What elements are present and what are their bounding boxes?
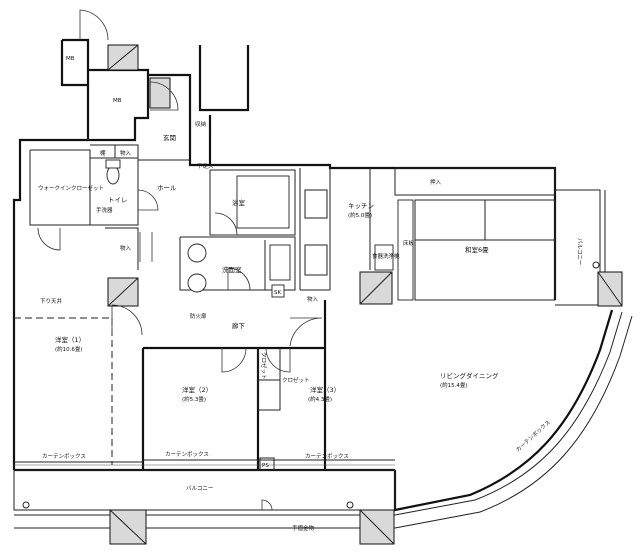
label-closet-top: 押入 [430, 178, 442, 186]
label-ps: PS [262, 463, 269, 469]
label-balcony-right: バルコニー [576, 238, 583, 265]
label-storage-toilet: 物入 [120, 149, 132, 157]
structural-columns [107, 44, 393, 307]
label-corridor: 廊下 [232, 321, 246, 330]
doors [37, 9, 323, 373]
label-curtain-box-3: カーテンボックス [305, 452, 349, 460]
label-kitchen: キッチン [348, 202, 374, 210]
label-mb-top: MB [66, 56, 75, 62]
balcony-right [555, 189, 623, 307]
label-walk-in-closet: ウォークインクローゼット [38, 184, 104, 192]
label-shelf: 棚 [100, 149, 106, 157]
label-western-1: 洋室（1） [55, 335, 85, 344]
label-washroom: 洗面室 [222, 265, 242, 274]
fixtures [105, 159, 394, 298]
label-western-1-size: (約10.6畳) [55, 345, 83, 353]
label-living-size: (約15.4畳) [440, 381, 468, 389]
label-western-2-size: (約5.3畳) [182, 395, 206, 403]
label-mb-mid: MB [113, 98, 122, 104]
label-dishwasher: 食器洗浄機 [372, 252, 400, 260]
label-bathroom: 浴室 [232, 198, 246, 207]
label-western-3: 洋室（3） [310, 385, 340, 394]
label-fire-door: 防火扉 [190, 312, 207, 320]
label-closet-a: クロゼット [260, 352, 268, 380]
label-kitchen-size: (約5.0畳) [348, 211, 372, 219]
label-western-2: 洋室（2） [182, 385, 212, 394]
interior-walls [14, 144, 556, 471]
label-tokonoma: 床板 [403, 239, 415, 247]
label-closet-b: クロゼット [282, 376, 310, 384]
label-curtain-box-2: カーテンボックス [165, 450, 209, 458]
label-handrail: 手摺金物 [292, 524, 315, 532]
label-entrance: 玄関 [163, 133, 176, 142]
label-western-3-size: (約4.3畳) [308, 395, 332, 403]
label-toilet: トイレ [108, 196, 128, 204]
balcony-bottom [13, 469, 396, 545]
label-japanese-room: 和室6畳 [465, 245, 489, 254]
label-lowered-ceiling: 下り天井 [40, 297, 63, 305]
label-storage-wash: 物入 [307, 295, 319, 303]
label-living-dining: リビングダイニング [440, 371, 499, 380]
label-storage-hall: 物入 [120, 244, 132, 252]
label-shoe-storage: 下足入 [197, 163, 214, 170]
label-hand-wash: 手洗器 [96, 206, 113, 214]
label-shoe-storage-small: 収納 [195, 120, 207, 128]
label-hall: ホール [157, 184, 177, 192]
label-sk: SK [274, 290, 281, 296]
label-balcony-bottom: バルコニー [186, 485, 213, 492]
label-curtain-box-4: カーテンボックス [514, 418, 552, 453]
label-curtain-box-1: カーテンボックス [42, 452, 86, 460]
